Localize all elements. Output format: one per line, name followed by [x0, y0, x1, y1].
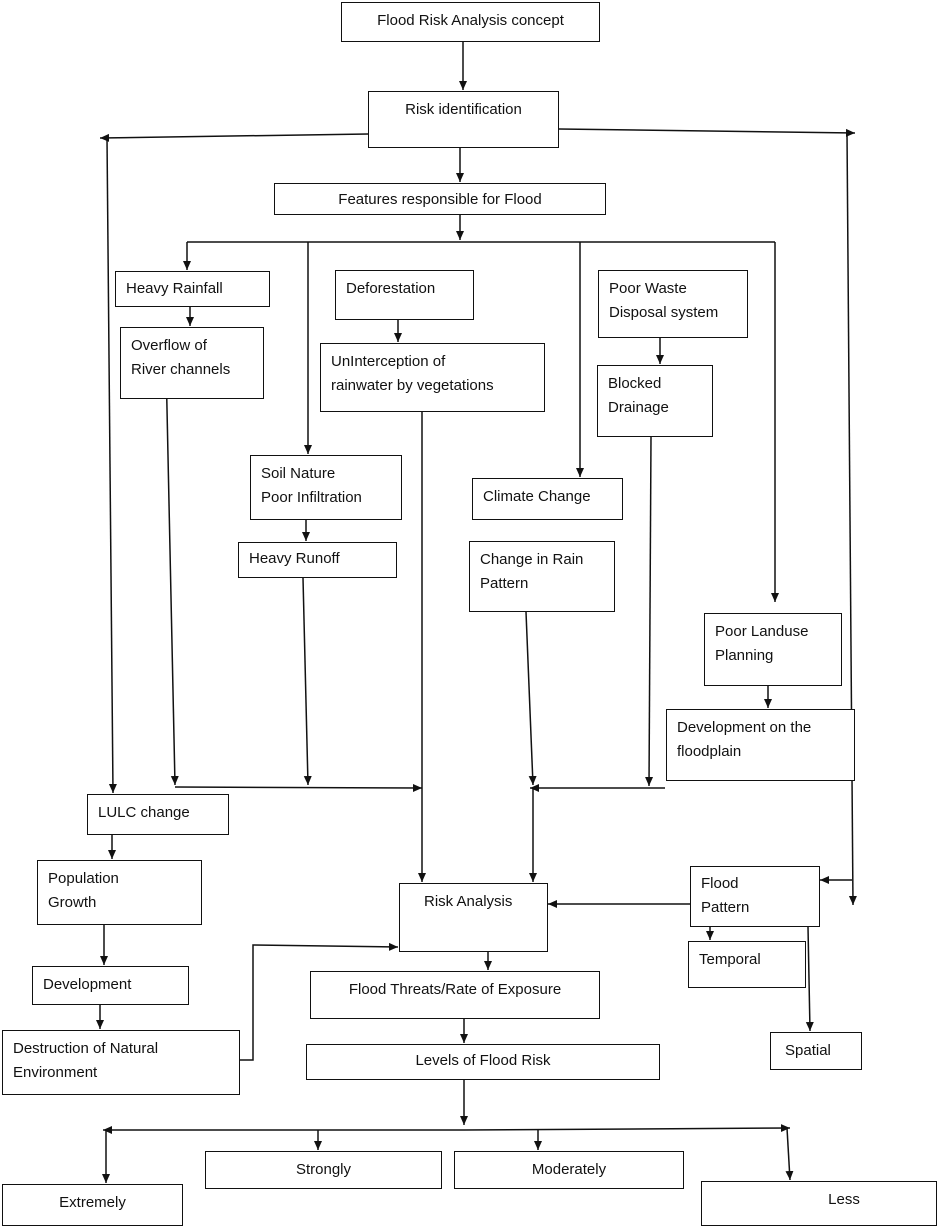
node-poor-landuse: Poor Landuse Planning: [704, 613, 842, 686]
node-flood-threats: Flood Threats/Rate of Exposure: [310, 971, 600, 1019]
edge-overflow-down: [165, 361, 179, 786]
edge-flood-pattern-spatial: [805, 926, 814, 1032]
node-change-rain: Change in Rain Pattern: [469, 541, 615, 612]
node-population-growth: Population Growth: [37, 860, 202, 925]
node-development-floodplain: Development on the floodplain: [666, 709, 855, 781]
node-heavy-runoff: Heavy Runoff: [238, 542, 397, 578]
node-development: Development: [32, 966, 189, 1005]
node-poor-waste: Poor Waste Disposal system: [598, 270, 748, 338]
node-flood-pattern: Flood Pattern: [690, 866, 820, 927]
node-lulc-change: LULC change: [87, 794, 229, 835]
edge-riskid-right-branch: [558, 128, 856, 137]
node-features: Features responsible for Flood: [274, 183, 606, 215]
node-strongly: Strongly: [205, 1151, 442, 1189]
edge-right-branch-flood-pattern: [846, 132, 857, 906]
edge-blocked-down: [645, 436, 654, 787]
edge-left-collector: [174, 783, 423, 792]
node-risk-analysis: Risk Analysis: [399, 883, 548, 952]
node-spatial: Spatial: [770, 1032, 862, 1070]
node-uninterception: UnInterception of rainwater by vegetatio…: [320, 343, 545, 412]
edge-runoff-down: [302, 577, 312, 786]
node-extremely: Extremely: [2, 1184, 183, 1226]
node-climate-change: Climate Change: [472, 478, 623, 520]
edge-levels-bus-right: [463, 1124, 791, 1133]
edge-left-branch-lulc: [106, 137, 117, 794]
node-overflow: Overflow of River channels: [120, 327, 264, 399]
edge-rain-pattern-down: [525, 611, 537, 786]
edge-bus-less: [785, 1127, 794, 1181]
node-moderately: Moderately: [454, 1151, 684, 1189]
node-less: Less: [701, 1181, 937, 1226]
node-levels: Levels of Flood Risk: [306, 1044, 660, 1080]
node-temporal: Temporal: [688, 941, 806, 988]
edge-riskid-left-branch: [99, 133, 369, 142]
node-blocked-drainage: Blocked Drainage: [597, 365, 713, 437]
node-heavy-rainfall: Heavy Rainfall: [115, 271, 270, 307]
node-soil-nature: Soil Nature Poor Infiltration: [250, 455, 402, 520]
edge-destruction-risk-analysis: [240, 942, 399, 1061]
node-concept: Flood Risk Analysis concept: [341, 2, 600, 42]
node-deforestation: Deforestation: [335, 270, 474, 320]
node-risk-identification: Risk identification: [368, 91, 559, 148]
node-destruction: Destruction of Natural Environment: [2, 1030, 240, 1095]
